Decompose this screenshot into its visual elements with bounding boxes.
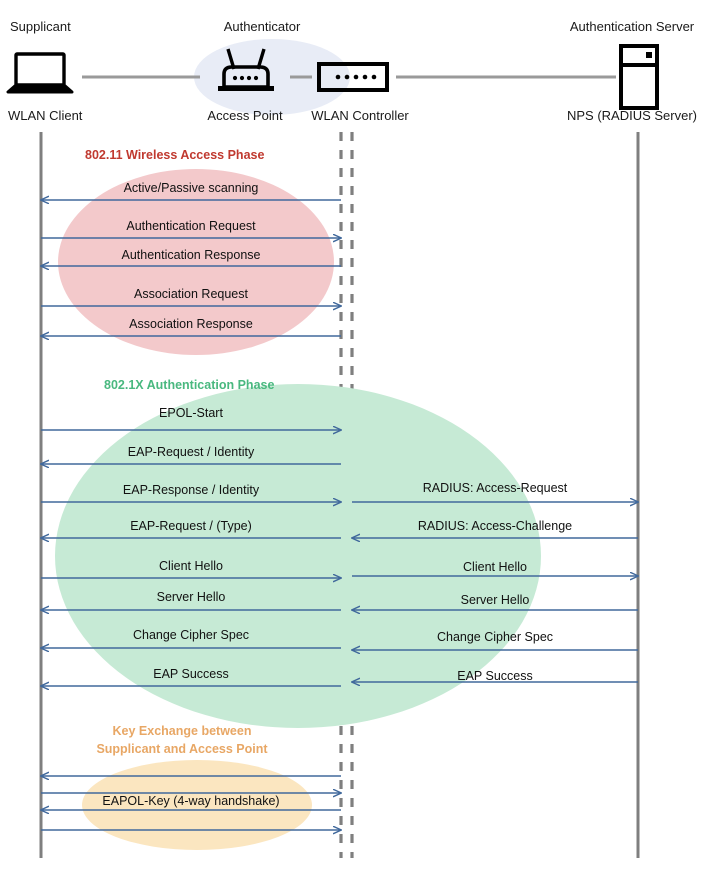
actor-device-wlan-client: WLAN Client bbox=[8, 108, 83, 123]
phase-key-exchange-label-2: EAPOL-Key (4-way handshake) bbox=[102, 794, 279, 808]
phase-key-exchange-highlight bbox=[82, 760, 312, 850]
phase-80211-label-4: Association Response bbox=[129, 317, 253, 331]
phase-label-80211: 802.11 Wireless Access Phase bbox=[85, 148, 264, 162]
phase-8021x-right-label-5: EAP Success bbox=[457, 669, 533, 683]
phase-8021x-left-label-6: Change Cipher Spec bbox=[133, 628, 249, 642]
phase-label-key-exchange-line1: Key Exchange between bbox=[113, 724, 252, 738]
phase-8021x-left-label-3: EAP-Request / (Type) bbox=[130, 519, 252, 533]
phase-8021x-highlight bbox=[55, 384, 541, 728]
phase-8021x-right-label-2: Client Hello bbox=[463, 560, 527, 574]
phase-80211-label-0: Active/Passive scanning bbox=[124, 181, 259, 195]
actor-role-auth-server: Authentication Server bbox=[570, 19, 695, 34]
phase-80211-label-3: Association Request bbox=[134, 287, 248, 301]
actor-device-wlan-controller: WLAN Controller bbox=[311, 108, 409, 123]
phase-8021x-right-label-1: RADIUS: Access-Challenge bbox=[418, 519, 572, 533]
phase-80211-label-2: Authentication Response bbox=[122, 248, 261, 262]
phase-8021x-right-label-3: Server Hello bbox=[461, 593, 530, 607]
phase-80211-label-1: Authentication Request bbox=[126, 219, 256, 233]
phase-8021x-left-label-4: Client Hello bbox=[159, 559, 223, 573]
server-icon bbox=[619, 44, 659, 110]
phase-label-key-exchange-line2: Supplicant and Access Point bbox=[96, 742, 268, 756]
phase-8021x-left-label-1: EAP-Request / Identity bbox=[128, 445, 255, 459]
phase-8021x-left-label-0: EPOL-Start bbox=[159, 406, 223, 420]
phase-8021x-left-label-2: EAP-Response / Identity bbox=[123, 483, 260, 497]
actor-role-supplicant: Supplicant bbox=[10, 19, 71, 34]
phase-8021x-right-label-4: Change Cipher Spec bbox=[437, 630, 553, 644]
actor-device-nps: NPS (RADIUS Server) bbox=[567, 108, 697, 123]
phase-80211-highlight bbox=[58, 169, 334, 355]
actor-device-access-point: Access Point bbox=[207, 108, 283, 123]
phase-8021x-right-label-0: RADIUS: Access-Request bbox=[423, 481, 568, 495]
laptop-icon bbox=[6, 52, 74, 94]
access-point-icon bbox=[218, 48, 274, 91]
phase-8021x-left-label-7: EAP Success bbox=[153, 667, 229, 681]
phase-8021x-left-label-5: Server Hello bbox=[157, 590, 226, 604]
phase-label-8021x: 802.1X Authentication Phase bbox=[104, 378, 274, 392]
authenticator-cloud bbox=[194, 39, 350, 115]
wlan-controller-icon bbox=[317, 62, 389, 92]
actor-role-authenticator: Authenticator bbox=[224, 19, 301, 34]
